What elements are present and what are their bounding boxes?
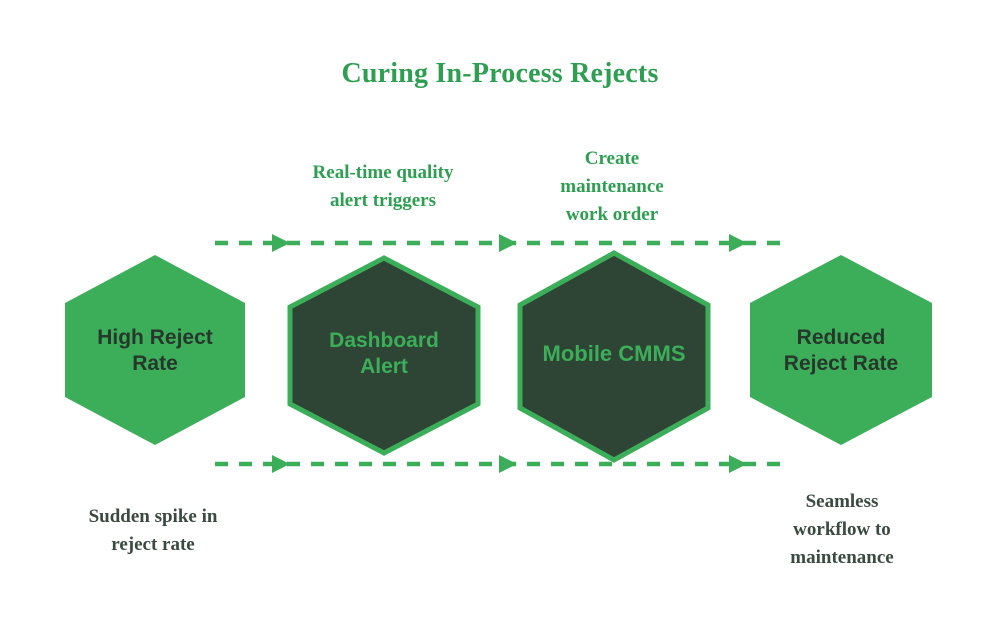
page-title: Curing In-Process Rejects [341,58,659,89]
hexagon-mobile-cmms[interactable] [517,250,711,463]
hexagon-reduced-reject-rate[interactable] [750,255,932,445]
top-arrowhead-3 [729,234,747,252]
bottom-arrowhead-1 [272,455,290,473]
caption-create-maintenance-work-order: Create maintenance work order [560,148,664,226]
caption-seamless-workflow-to-maintenance: Seamless workflow to maintenance [790,491,894,569]
hexagon-high-reject-rate[interactable] [65,255,245,445]
bottom-arrowhead-2 [499,455,517,473]
top-arrowhead-2 [499,234,517,252]
caption-real-time-quality-alert-triggers: Real-time quality alert triggers [312,162,454,212]
caption-sudden-spike-in-reject-rate: Sudden spike in reject rate [88,506,218,556]
bottom-flow-line [215,455,785,473]
top-arrowhead-1 [272,234,290,252]
bottom-arrowhead-3 [729,455,747,473]
top-flow-line [215,234,785,252]
hexagon-dashboard-alert[interactable] [287,255,481,456]
